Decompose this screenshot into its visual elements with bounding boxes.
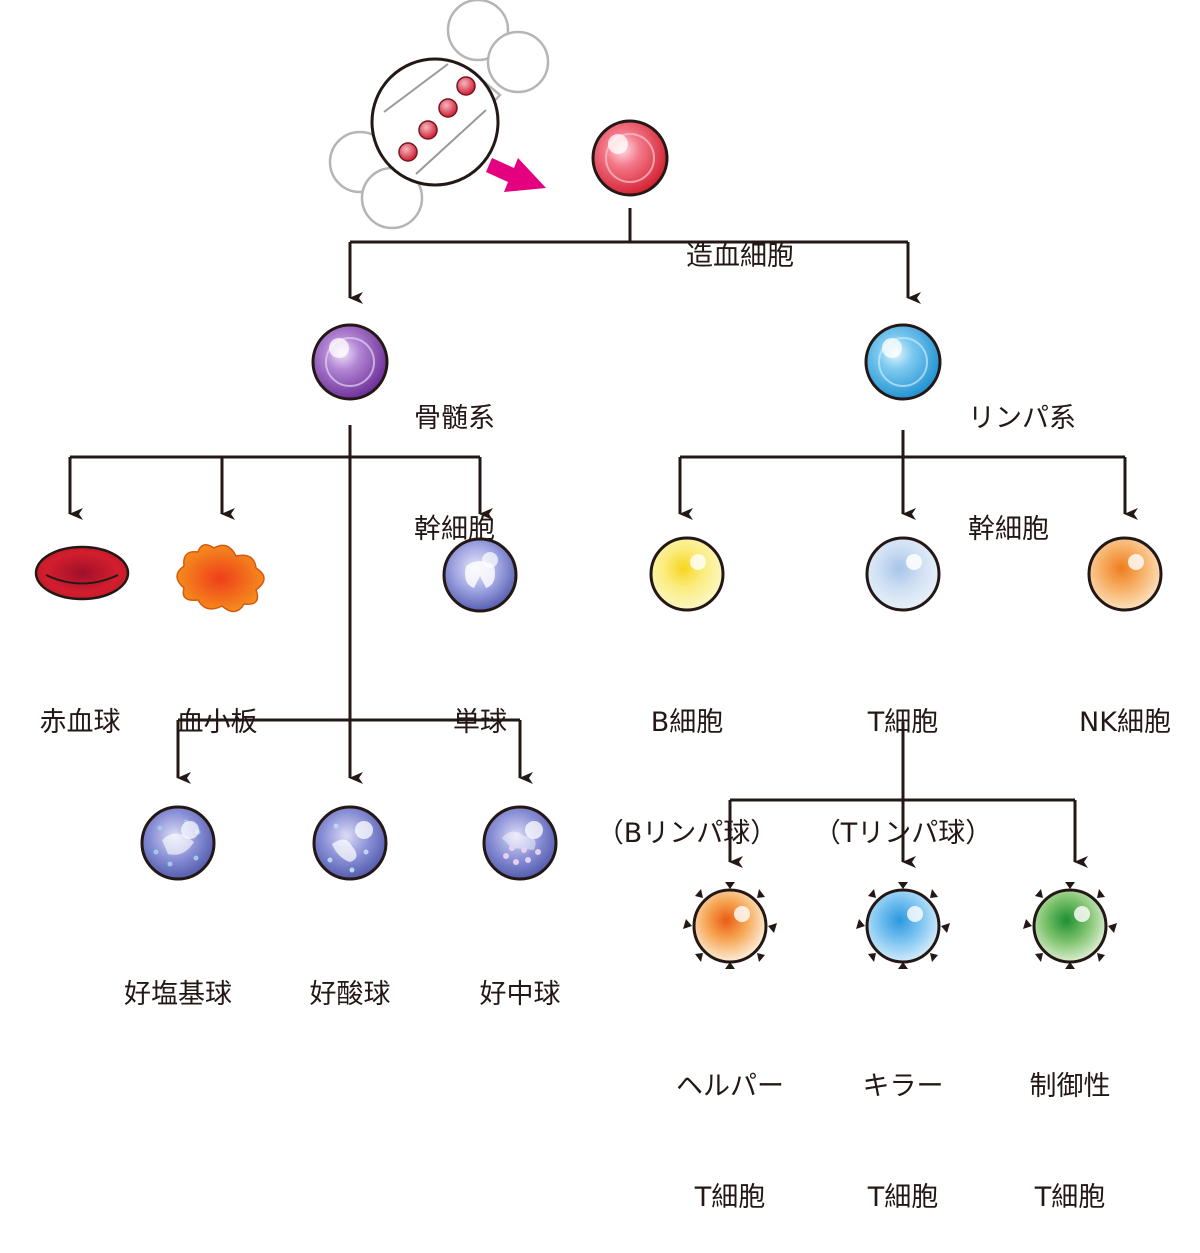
magnifier-lens-icon (370, 57, 500, 187)
label-helper-t-cell: ヘルパー T細胞 (676, 1071, 784, 1213)
label-platelet: 血小板 (176, 707, 258, 738)
label-hsc: 造血細胞 (686, 241, 794, 272)
red-blood-cell-icon (34, 545, 130, 601)
monocyte-icon (442, 537, 518, 613)
label-b-cell: B細胞 （Bリンパ球） (596, 707, 778, 849)
label-monocyte: 単球 (453, 707, 507, 738)
regulatory-t-cell-icon (1023, 882, 1117, 969)
bone-magnifier-illustration (328, 0, 550, 230)
label-regulatory-t-cell: 制御性 T細胞 (1029, 1071, 1111, 1213)
eosinophil-icon (312, 805, 388, 881)
label-killer-t-cell: キラー T細胞 (862, 1071, 944, 1213)
blood-cell-beads (398, 76, 476, 162)
neutrophil-icon (482, 805, 558, 881)
b-cell-icon (649, 536, 725, 612)
label-lymphoid-stem-cell: リンパ系 幹細胞 (968, 403, 1076, 545)
connectors (68, 208, 1138, 868)
myeloid-stem-cell-icon (311, 323, 389, 401)
label-neutrophil: 好中球 (479, 979, 561, 1010)
helper-t-cell-icon (683, 882, 777, 969)
label-eosinophil: 好酸球 (309, 979, 391, 1010)
nk-cell-icon (1087, 536, 1163, 612)
lymphoid-stem-cell-icon (864, 323, 942, 401)
platelet-icon (176, 544, 265, 613)
basophil-icon (140, 805, 216, 881)
label-basophil: 好塩基球 (124, 979, 232, 1010)
killer-t-cell-icon (856, 882, 950, 969)
t-cell-icon (865, 536, 941, 612)
label-nk-cell: NK細胞 (1079, 707, 1171, 738)
pink-arrow-icon (486, 158, 546, 192)
hematopoiesis-diagram (34, 0, 1163, 969)
label-myeloid-stem-cell: 骨髄系 幹細胞 (414, 403, 495, 545)
label-t-cell: T細胞 （Tリンパ球） (813, 707, 993, 849)
hsc-cell-icon (591, 119, 669, 197)
label-red-blood-cell: 赤血球 (39, 707, 121, 738)
